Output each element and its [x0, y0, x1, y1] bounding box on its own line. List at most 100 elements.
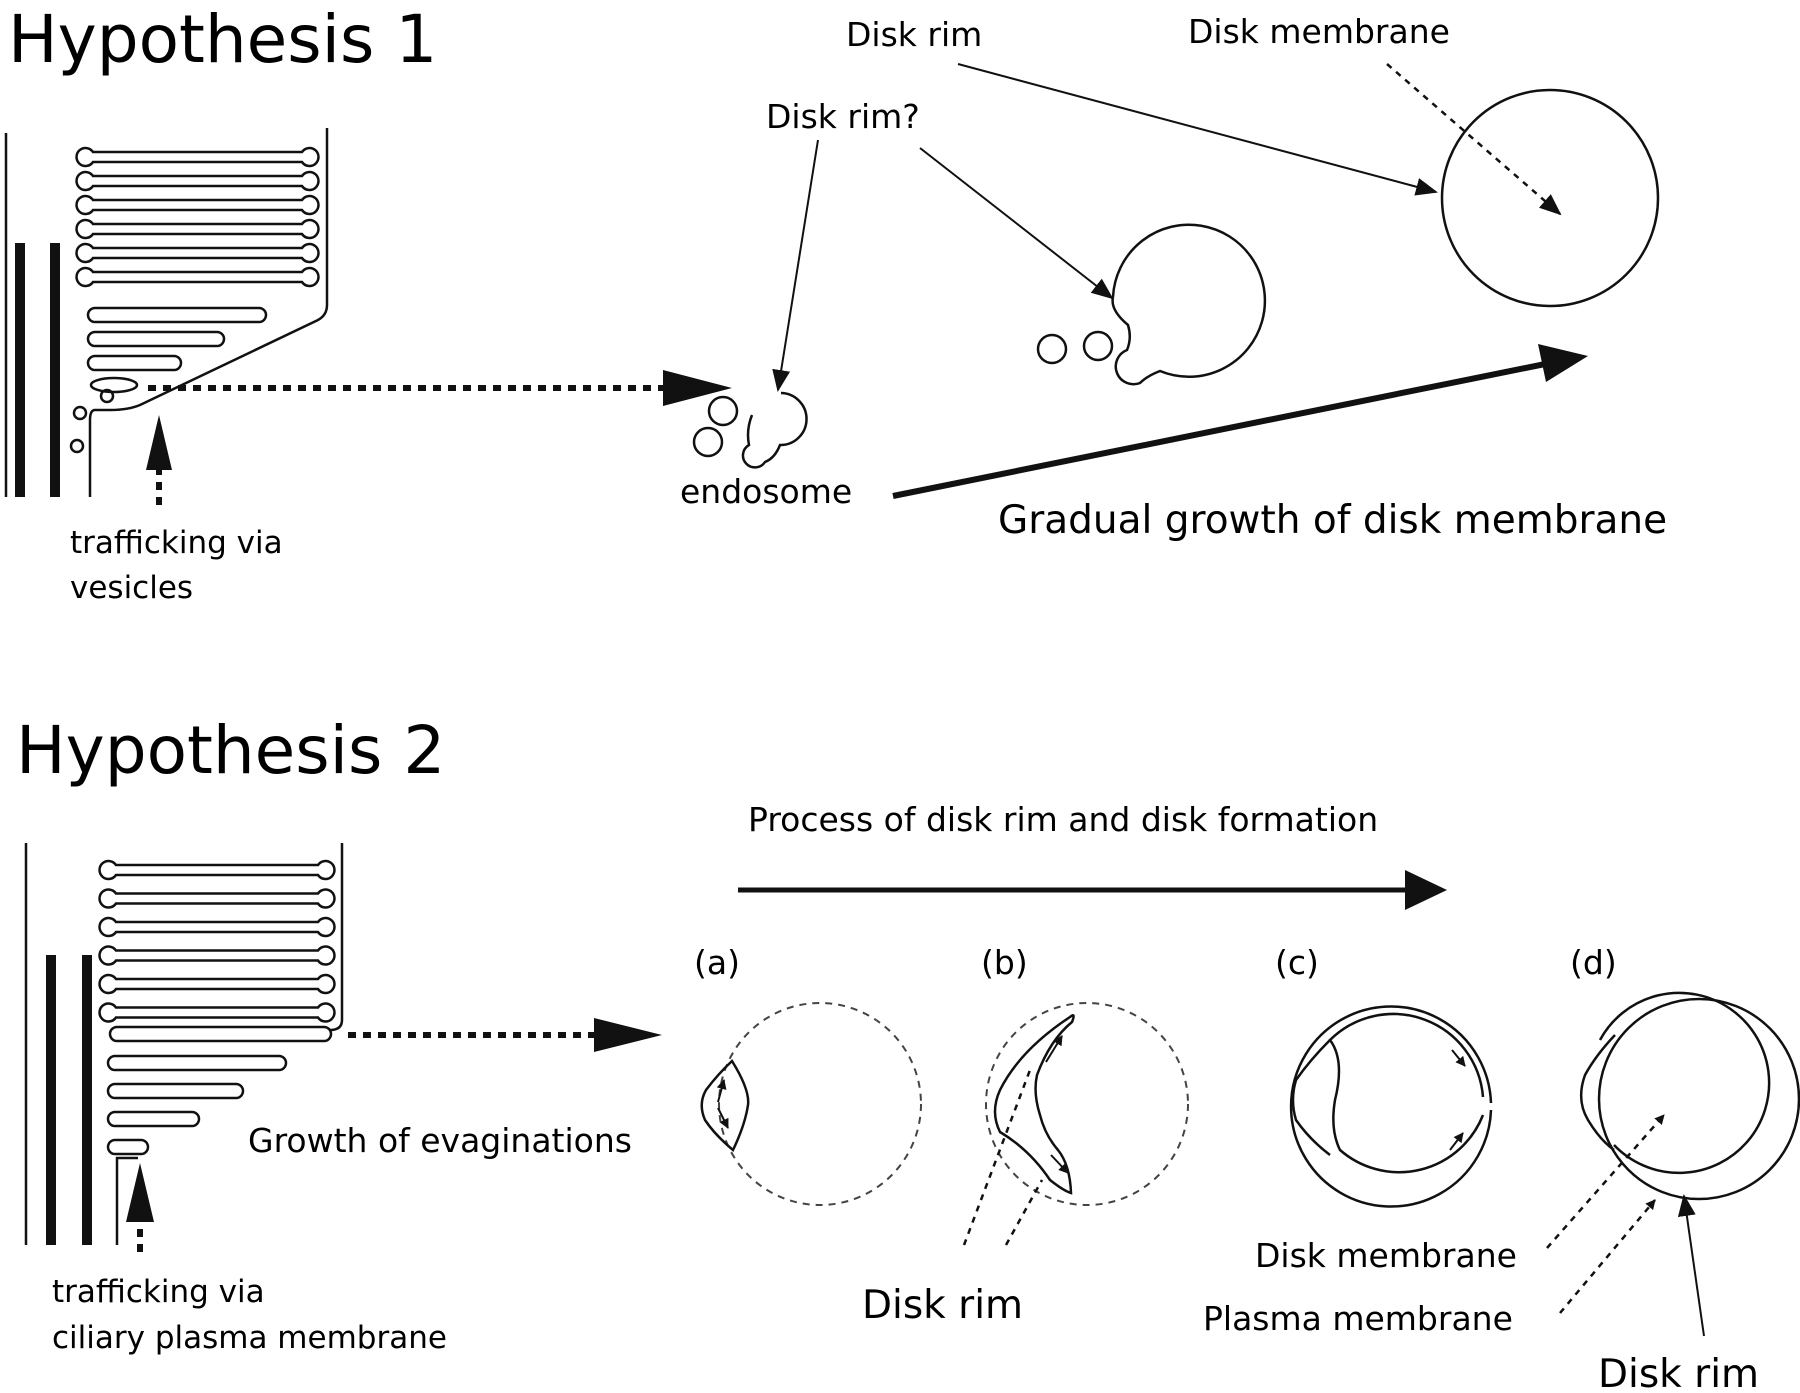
h2-evagination: [106, 1082, 245, 1100]
h1-growth-arrow-shaft: [892, 358, 1561, 499]
h2-trafficking-label-line2: ciliary plasma membrane: [52, 1320, 447, 1356]
stage-d-disk-rim-leader: [1677, 1194, 1705, 1337]
h2-trafficking-arrowhead: [126, 1163, 154, 1222]
stage-d-disk-membrane-leader: [1546, 1114, 1665, 1249]
h1-vesicle-fusing: [89, 376, 139, 394]
endosome-vesicle: [692, 426, 724, 458]
h1-evagination: [86, 306, 268, 324]
stage-a-growth-arrow-down: [717, 1107, 729, 1129]
h2-evagination: [108, 1025, 333, 1043]
h1-disk-membrane-leader-arrow: [1386, 63, 1562, 216]
stage-d-left-bulge: [1579, 1034, 1616, 1152]
h1-disk-rim-question-arrow-disk: [919, 147, 1114, 300]
stage-a-evagination: [700, 1059, 750, 1152]
stage-d-figure: [1546, 991, 1800, 1337]
closed-disk: [75, 146, 320, 168]
h2-outer-segment-schematic: [24, 843, 344, 1252]
h1-vesicle: [69, 438, 85, 454]
stage-d-plasma-membrane: [1597, 997, 1800, 1201]
h1-vesicle: [72, 405, 88, 421]
h1-axoneme-bar-2: [50, 243, 60, 497]
h1-evagination: [86, 354, 183, 372]
stage-c-closing-arrow-bottom: [1449, 1132, 1464, 1151]
stage-a-figure: [700, 1002, 922, 1206]
h2-evagination: [106, 1138, 150, 1156]
h2-trafficking-label-line1: trafficking via: [52, 1274, 265, 1310]
h1-mature-disk: [1440, 88, 1660, 308]
closed-disk: [75, 218, 320, 240]
h1-dotted-arrowhead: [663, 370, 732, 406]
h1-closed-disks: [75, 146, 320, 288]
closed-disk: [75, 170, 320, 192]
h1-vesicle: [1036, 333, 1068, 365]
h2-process-arrowhead: [1405, 870, 1447, 910]
endosome-vesicle: [707, 395, 739, 427]
stage-b-growth-arrow-up: [1045, 1035, 1063, 1063]
stage-label-c: (c): [1275, 943, 1319, 982]
h1-vesicle: [1082, 330, 1114, 362]
closed-disk: [98, 945, 336, 966]
h1-growing-disk-body: [1111, 223, 1267, 386]
stage-d-disk-rim-label: Disk rim: [1598, 1352, 1759, 1393]
stage-d-plasma-membrane-label: Plasma membrane: [1203, 1299, 1513, 1338]
stage-c-figure: [1289, 1005, 1493, 1208]
stage-a-growth-arrow-up: [716, 1079, 727, 1103]
stage-b-evagination: [993, 1014, 1075, 1195]
h2-plasma-membrane: [329, 843, 344, 1032]
h2-axoneme-bar-1: [46, 955, 56, 1245]
stage-b-disk-rim-label: Disk rim: [862, 1283, 1023, 1328]
h1-axoneme-bar-1: [15, 243, 25, 497]
h2-growth-evaginations-label: Growth of evaginations: [248, 1121, 632, 1160]
h1-trafficking-label-line2: vesicles: [70, 570, 193, 606]
stage-b-dashed-outline: [985, 1002, 1189, 1206]
h1-trafficking-arrowhead: [146, 415, 172, 470]
endosome-label: endosome: [680, 472, 852, 511]
stage-c-plasma-membrane: [1289, 1005, 1493, 1208]
h1-plasma-membrane: [88, 128, 329, 497]
h1-growth-arrowhead: [1538, 344, 1588, 382]
h1-disk-rim-label: Disk rim: [846, 15, 982, 54]
h2-axoneme-bar-2: [82, 955, 92, 1245]
closed-disk: [98, 888, 336, 909]
closed-disk: [75, 266, 320, 288]
stage-b-growth-arrow-down: [1050, 1154, 1069, 1174]
stage-a-dashed-outline: [718, 1002, 922, 1206]
h2-evagination: [106, 1110, 201, 1128]
h1-trafficking-label-line1: trafficking via: [70, 525, 283, 561]
closed-disk: [98, 973, 336, 995]
h1-vesicle-bud: [99, 388, 115, 404]
h1-disk-rim-leader-arrow: [957, 63, 1438, 196]
hypothesis-1-title: Hypothesis 1: [8, 1, 437, 78]
h1-evagination: [86, 330, 226, 348]
h2-process-label: Process of disk rim and disk formation: [748, 800, 1378, 839]
stage-label-d: (d): [1570, 943, 1617, 982]
stage-b-disk-rim-leader: [1004, 1179, 1044, 1246]
stage-c-closing-arrow-top: [1451, 1049, 1466, 1067]
closed-disk: [98, 916, 336, 938]
closed-disk: [98, 1002, 336, 1023]
hypothesis-2-title: Hypothesis 2: [16, 712, 445, 789]
stage-c-disk-membrane: [1328, 1012, 1485, 1174]
h2-dotted-arrowhead: [594, 1018, 662, 1052]
closed-disk: [75, 194, 320, 216]
h1-growing-disk: [1036, 223, 1267, 386]
h1-growth-label: Gradual growth of disk membrane: [998, 498, 1667, 543]
h1-disk-membrane-label: Disk membrane: [1188, 12, 1450, 51]
h2-closed-disks: [98, 859, 336, 1023]
h1-disk-rim-question-label: Disk rim?: [766, 97, 920, 136]
stage-d-disk-membrane-label: Disk membrane: [1255, 1236, 1517, 1275]
endosome-figure: [692, 391, 808, 469]
stage-c-left-bulge: [1291, 1039, 1331, 1156]
h2-ciliary-membrane-base: [115, 1156, 138, 1245]
stage-b-figure: [962, 1002, 1189, 1246]
stage-label-b: (b): [981, 943, 1028, 982]
stage-d-plasma-membrane-leader: [1559, 1199, 1656, 1314]
h1-outer-segment-schematic: [4, 128, 329, 505]
closed-disk: [98, 859, 336, 881]
endosome-body: [741, 391, 808, 469]
h1-disk-rim-question-arrow-endosome: [772, 139, 819, 392]
stage-label-a: (a): [694, 943, 740, 982]
h2-evagination: [106, 1054, 288, 1072]
stage-d-disk-membrane: [1598, 991, 1771, 1175]
